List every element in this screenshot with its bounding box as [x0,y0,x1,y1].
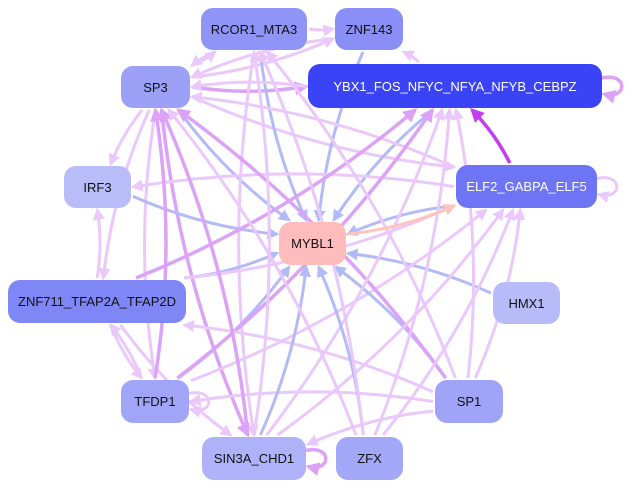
node-mybl1[interactable]: MYBL1 [279,222,346,265]
edge-sin3a_chd1-to-rcor1_mta3 [249,49,271,436]
edge-sp3-to-elf2 [191,95,457,173]
node-label: TFDP1 [134,394,176,409]
node-label: SIN3A_CHD1 [213,451,295,466]
node-label: ZNF143 [345,21,393,37]
node-label: SP3 [143,79,168,95]
edge-ybx1-to-ybx1 [601,75,624,104]
edge-ybx1-to-znf143 [401,50,420,64]
edge-znf711-to-ybx1 [135,108,418,280]
edge-sp3-to-tfdp1 [143,109,160,381]
edge-sin3a_chd1-to-ybx1 [265,107,445,436]
edge-tfdp1-to-tfdp1 [188,391,211,418]
node-label: ELF2_GABPA_ELF5 [466,179,587,194]
edge-sp1-to-znf711 [182,320,434,394]
node-label: SP1 [456,394,482,409]
node-elf2[interactable]: ELF2_GABPA_ELF5 [456,165,597,208]
edge-ybx1-to-mybl1 [332,108,435,223]
node-label: IRF3 [83,179,112,195]
edge-zfx-to-elf2 [381,207,516,436]
edge-sin3a_chd1-to-elf2 [276,208,505,437]
edge-zfx-to-sp3 [167,108,358,436]
edge-tfdp1-to-sp3 [150,107,168,379]
node-zfx[interactable]: ZFX [336,437,403,480]
node-label: RCOR1_MTA3 [210,21,298,37]
node-tfdp1[interactable]: TFDP1 [121,380,189,423]
edge-rcor1_mta3-to-mybl1 [258,51,308,223]
edge-elf2-to-elf2 [596,176,619,203]
edge-rcor1_mta3-to-znf143 [308,24,336,37]
node-hmx1[interactable]: HMX1 [493,282,560,324]
edge-mybl1-to-elf2 [347,204,457,236]
edge-elf2-to-ybx1 [470,108,512,164]
node-sp3[interactable]: SP3 [121,66,190,108]
edge-zfx-to-ybx1 [373,107,455,436]
node-label: ZNF711_TFAP2A_TFAP2D [18,294,176,309]
edge-sp1-to-rcor1_mta3 [265,50,457,379]
node-sin3a-chd1[interactable]: SIN3A_CHD1 [202,437,306,480]
edge-elf2-to-irf3 [130,172,455,192]
node-label: ZFX [357,451,382,466]
edge-sp1-to-sin3a_chd1 [305,409,434,446]
node-label: YBX1_FOS_NFYC_NFYA_NFYB_CEBPZ [333,78,577,94]
edge-sin3a_chd1-to-mybl1 [259,264,312,436]
edge-sp3-to-irf3 [108,109,144,167]
node-label: MYBL1 [291,236,334,251]
edge-rcor1_mta3-to-sp3 [190,50,216,68]
node-ybx1[interactable]: YBX1_FOS_NFYC_NFYA_NFYB_CEBPZ [308,64,602,108]
edge-tfdp1-to-znf711 [109,323,143,379]
edge-sin3a_chd1-to-sin3a_chd1 [305,447,328,476]
node-sp1[interactable]: SP1 [435,380,503,423]
edge-tfdp1-to-elf2 [190,208,488,383]
node-irf3[interactable]: IRF3 [64,166,131,208]
node-znf143[interactable]: ZNF143 [335,8,403,50]
edge-sin3a_chd1-to-sp3 [159,107,250,436]
node-rcor1-mta3[interactable]: RCOR1_MTA3 [201,8,307,50]
node-label: HMX1 [508,295,545,311]
node-znf711[interactable]: ZNF711_TFAP2A_TFAP2D [8,280,186,323]
edge-znf711-to-irf3 [92,207,105,279]
edge-elf2-to-sp3 [189,91,455,169]
edge-sp1-to-tfdp1 [188,390,434,406]
edge-sp1-to-ybx1 [452,107,476,379]
edge-hmx1-to-mybl1 [345,248,492,295]
